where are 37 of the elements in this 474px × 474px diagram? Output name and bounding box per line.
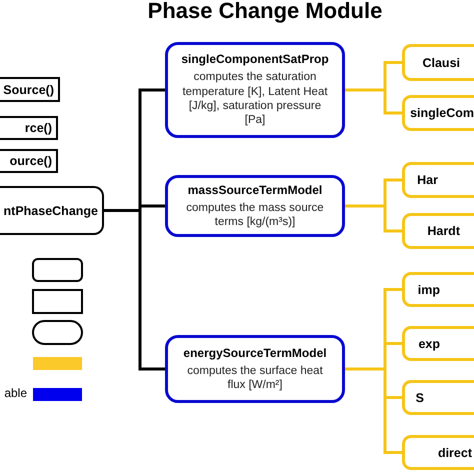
function-box [0,149,58,173]
node-label: singleCom [410,106,474,120]
model-box [165,175,345,237]
node-label: imp [418,282,440,296]
submodel-box [402,44,474,81]
submodel-box [402,272,474,307]
function-box [0,186,104,235]
connector-line [345,88,402,114]
node-label: ntPhaseChange [4,204,98,218]
diagram-title: Phase Change Module [146,0,384,24]
connector-line [345,204,402,232]
node-label: direct [438,446,472,460]
description: computes the mass source terms [kg/(m³s)] [185,200,325,230]
description: computes the surface heat flux [W/m²] [186,364,324,392]
node-label: singleComponentSatProp [181,52,329,66]
node-label: Clausi [422,56,460,70]
submodel-box [402,95,474,131]
model-box [165,335,345,403]
model-box [165,42,345,138]
node-label: massSourceTermModel [188,182,322,197]
node-label: S [416,390,424,404]
submodel-box [402,326,474,361]
node-label: exp [418,336,440,350]
submodel-box [402,162,474,198]
node-label: Source() [3,82,54,96]
node-label: rce() [24,121,52,135]
function-box [0,77,60,102]
description: computes the saturation temperature [K], Latent Heat [J/kg], saturation pressure [Pa] [181,70,329,128]
submodel-box [402,435,474,470]
node-label: Har [417,173,438,187]
node-label: Hardt [427,224,460,238]
submodel-box [402,213,474,249]
submodel-box [402,380,474,415]
function-box [0,116,58,140]
node-label: ource() [10,154,52,168]
legend-label: able [4,386,27,400]
node-label: energySourceTermModel [183,346,327,360]
